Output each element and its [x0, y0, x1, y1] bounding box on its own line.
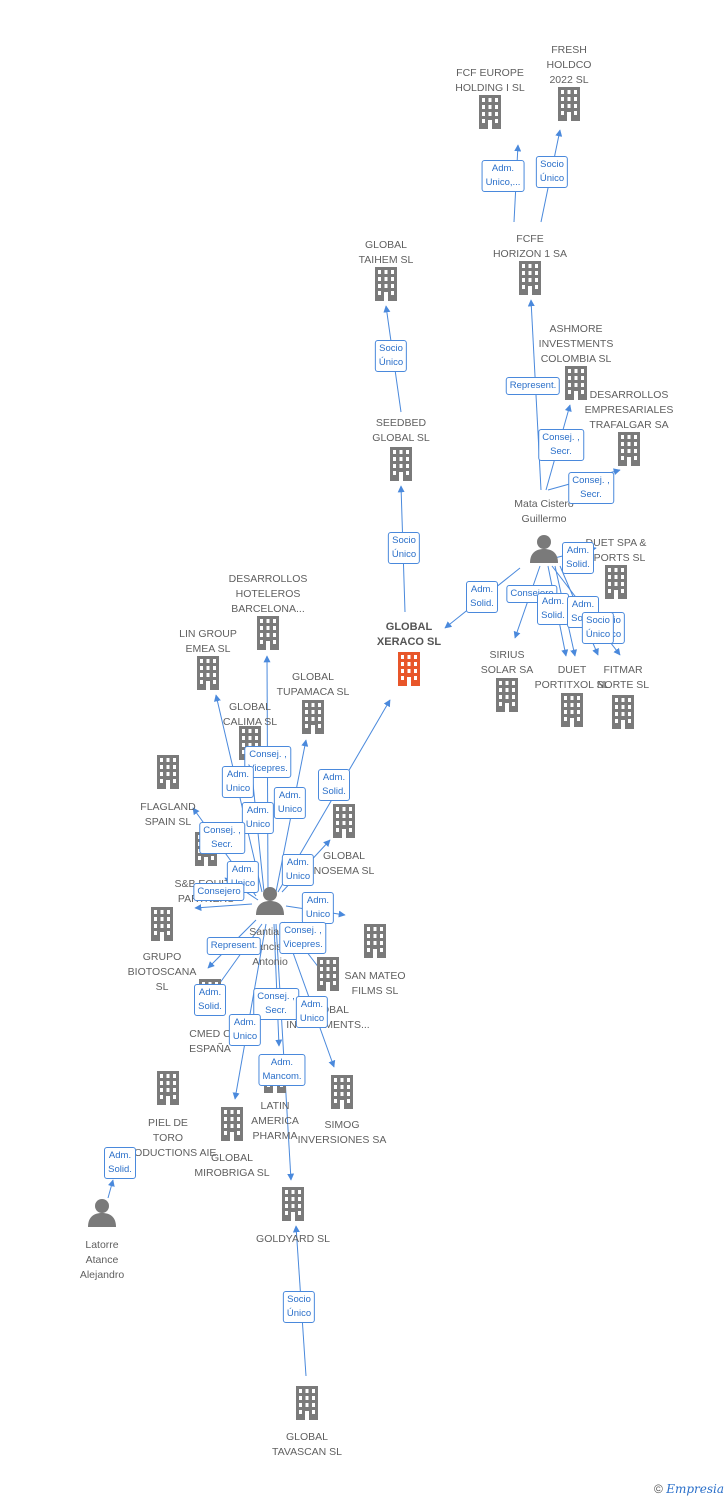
- person-icon[interactable]: [88, 1199, 116, 1227]
- building-icon[interactable]: [364, 924, 386, 958]
- node-label-duet_sports[interactable]: DUET SPA & SPORTS SL: [585, 537, 647, 564]
- edge-label[interactable]: Socio Único: [282, 1291, 316, 1323]
- node-label-san_mateo[interactable]: SAN MATEO FILMS SL: [344, 970, 406, 997]
- edge-label[interactable]: Consejero: [193, 883, 245, 901]
- edge-santiago-to-global_mirobriga: [232, 923, 267, 1100]
- node-label-desarrollos_hoteleros[interactable]: DESARROLLOS HOTELEROS BARCELONA...: [228, 573, 308, 615]
- node-label-fresh_holdco[interactable]: FRESH HOLDCO 2022 SL: [546, 44, 592, 86]
- building-icon[interactable]: [390, 447, 412, 481]
- building-icon[interactable]: [519, 261, 541, 295]
- edge-santiago-to-goldyard: [275, 923, 295, 1181]
- edge-label[interactable]: Represent.: [505, 377, 561, 395]
- edge-label[interactable]: Adm. Unico: [273, 787, 307, 819]
- edge-label[interactable]: Adm. Unico: [295, 996, 329, 1028]
- edge-label[interactable]: Socio Único: [581, 612, 615, 644]
- edge-label[interactable]: Socio Único: [374, 340, 408, 372]
- node-label-global_tavascan[interactable]: GLOBAL TAVASCAN SL: [271, 1431, 343, 1458]
- node-label-fcfe_horizon[interactable]: FCFE HORIZON 1 SA: [492, 233, 568, 260]
- node-label-ashmore[interactable]: ASHMORE INVESTMENTS COLOMBIA SL: [538, 323, 614, 365]
- edge-santiago-to-latin_america: [273, 923, 283, 1047]
- edge-label[interactable]: Adm. Solid.: [104, 1147, 136, 1179]
- building-icon[interactable]: [561, 693, 583, 727]
- node-label-duet_portitxol[interactable]: DUET PORTITXOL SL: [534, 664, 610, 691]
- edge-label[interactable]: Adm. Unico: [301, 892, 335, 924]
- node-label-flagland[interactable]: FLAGLAND SPAIN SL: [140, 801, 196, 828]
- brand-logo[interactable]: Empresia: [666, 1482, 724, 1496]
- building-icon[interactable]: [398, 652, 420, 686]
- node-label-fcf_europe[interactable]: FCF EUROPE HOLDING I SL: [455, 67, 525, 94]
- node-label-goldyard[interactable]: GOLDYARD SL: [256, 1233, 330, 1245]
- building-icon[interactable]: [157, 1071, 179, 1105]
- footer: © Empresia: [654, 1482, 724, 1496]
- edge-label[interactable]: Consej. , Secr.: [199, 822, 245, 854]
- edge-label[interactable]: Adm. Mancom.: [258, 1054, 306, 1086]
- edge-label[interactable]: Socio Único: [387, 532, 421, 564]
- node-label-latin_america[interactable]: LATIN AMERICA PHARMA: [251, 1100, 299, 1142]
- edge-label[interactable]: Adm. Solid.: [318, 769, 350, 801]
- edge-latorre-to-piel_de_toro: [107, 1179, 115, 1199]
- node-label-global_mirobriga[interactable]: GLOBAL MIROBRIGA SL: [194, 1152, 270, 1179]
- node-label-mata_cisteró[interactable]: Mata Cistero Guillermo: [514, 498, 574, 525]
- node-label-global_xeraco[interactable]: GLOBAL XERACO SL: [376, 621, 442, 648]
- building-icon[interactable]: [479, 95, 501, 129]
- building-icon[interactable]: [605, 565, 627, 599]
- edge-label[interactable]: Consej. , Vicepres.: [279, 922, 327, 954]
- edge-label[interactable]: Consej. , Secr.: [568, 472, 614, 504]
- building-icon[interactable]: [333, 804, 355, 838]
- node-label-global_tupamaca[interactable]: GLOBAL TUPAMACA SL: [276, 671, 350, 698]
- edge-label[interactable]: Adm. Unico,...: [481, 160, 525, 192]
- edge-label[interactable]: Adm. Solid.: [466, 581, 498, 613]
- edge-label[interactable]: Adm. Unico: [228, 1014, 262, 1046]
- edge-label[interactable]: Represent.: [206, 937, 262, 955]
- edge-label[interactable]: Adm. Unico: [241, 802, 275, 834]
- edge-label[interactable]: Adm. Solid.: [194, 984, 226, 1016]
- building-icon[interactable]: [282, 1187, 304, 1221]
- building-icon[interactable]: [618, 432, 640, 466]
- node-label-desarrollos_trafalgar[interactable]: DESARROLLOS EMPRESARIALES TRAFALGAR SA: [584, 389, 674, 431]
- edge-label[interactable]: Consej. , Secr.: [253, 988, 299, 1020]
- building-icon[interactable]: [157, 755, 179, 789]
- node-label-fitmar[interactable]: FITMAR NORTE SL: [596, 664, 650, 691]
- copyright-symbol: ©: [654, 1482, 663, 1496]
- edge-label[interactable]: Consej. , Secr.: [538, 429, 584, 461]
- node-label-seedbed[interactable]: SEEDBED GLOBAL SL: [372, 417, 430, 444]
- node-label-latorre[interactable]: Latorre Atance Alejandro: [79, 1239, 125, 1281]
- edge-santiago-to-sb_equity: [194, 903, 253, 912]
- node-label-lin_group[interactable]: LIN GROUP EMEA SL: [179, 628, 237, 655]
- edge-label[interactable]: Adm. Unico: [281, 854, 315, 886]
- node-label-global_taihem[interactable]: GLOBAL TAIHEM SL: [358, 239, 414, 266]
- edge-label[interactable]: Adm. Unico: [221, 766, 255, 798]
- node-label-global_nosema[interactable]: GLOBAL NOSEMA SL: [313, 850, 375, 877]
- edge-label[interactable]: Adm. Solid.: [537, 593, 569, 625]
- building-icon[interactable]: [296, 1386, 318, 1420]
- node-label-piel_de_toro[interactable]: PIEL DE TORO PRODUCTIONS AIE: [119, 1117, 217, 1159]
- node-label-sirius[interactable]: SIRIUS SOLAR SA: [480, 649, 534, 676]
- building-icon[interactable]: [151, 907, 173, 941]
- building-icon[interactable]: [558, 87, 580, 121]
- node-label-cmed[interactable]: CMED C ESPAÑA: [189, 1028, 231, 1055]
- edge-label[interactable]: Adm. Solid.: [562, 542, 594, 574]
- building-icon[interactable]: [612, 695, 634, 729]
- node-label-global_calima[interactable]: GLOBAL CALIMA SL: [222, 701, 278, 728]
- edge-label[interactable]: Socio Único: [535, 156, 569, 188]
- node-label-grupo_biotoscana[interactable]: GRUPO BIOTOSCANA SL: [127, 951, 197, 993]
- node-label-simog[interactable]: SIMOG INVERSIONES SA: [297, 1119, 387, 1146]
- building-icon[interactable]: [197, 656, 219, 690]
- building-icon[interactable]: [375, 267, 397, 301]
